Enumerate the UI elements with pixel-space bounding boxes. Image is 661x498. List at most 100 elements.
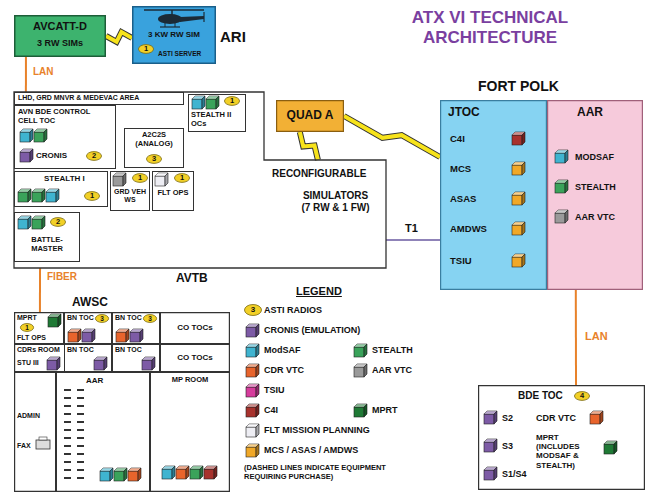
cube-face — [590, 414, 600, 424]
equipment-cube — [100, 468, 113, 481]
cube-side — [202, 96, 205, 109]
cube-side — [44, 129, 47, 142]
cube-face — [512, 165, 522, 175]
cube-shade — [600, 411, 603, 424]
cube-shade — [565, 210, 568, 223]
count-badge: 1 — [224, 96, 240, 106]
cube-face — [34, 132, 44, 142]
cube-shade — [42, 216, 45, 229]
equipment-cube — [48, 314, 61, 327]
site-box: QUAD A — [276, 100, 344, 132]
equipment-cube — [555, 180, 568, 193]
cube-shade — [152, 357, 155, 370]
equipment-cube — [246, 364, 259, 377]
cube-shade — [126, 329, 129, 342]
cube-side — [42, 189, 45, 202]
cube-side — [565, 150, 568, 163]
equipment-cube — [206, 96, 219, 109]
link-line — [25, 57, 27, 92]
legend-swatch — [244, 404, 262, 418]
equipment-cube — [114, 468, 127, 481]
equipment-cube — [32, 216, 45, 229]
legend-swatch — [244, 344, 262, 358]
equipment-cube — [190, 466, 203, 479]
cube-side — [256, 444, 259, 457]
cube-face — [18, 192, 28, 202]
badge-oval — [95, 315, 108, 323]
cube-face — [246, 407, 256, 417]
legend-text: ASTI RADIOS — [264, 305, 414, 315]
equipment-cube — [176, 466, 189, 479]
equipment-cube — [484, 439, 497, 452]
cube-side — [522, 254, 525, 267]
equipment-cube — [130, 329, 143, 342]
cube-shade — [522, 222, 525, 235]
cube-shade — [110, 468, 113, 481]
cube-shade — [56, 189, 59, 202]
link-label: LAN — [32, 66, 55, 78]
cube-shade — [494, 411, 497, 424]
wireless-link — [344, 116, 440, 157]
cube-side — [522, 222, 525, 235]
callout-number: 3 — [143, 314, 157, 323]
cube-side — [522, 192, 525, 205]
cube-side — [172, 466, 175, 479]
count-badge: 3 — [95, 314, 109, 323]
count-badge: 1 — [174, 173, 190, 183]
diagram-title: ATX VI TECHNICAL ARCHITECTURE — [370, 8, 610, 49]
cube-shade — [494, 439, 497, 452]
callout-number: 1 — [84, 191, 100, 201]
cube-side — [256, 404, 259, 417]
callout-number: 1 — [224, 96, 240, 106]
box-text: STU III — [17, 359, 43, 367]
legend-swatch — [244, 324, 262, 338]
equipment-cube — [512, 192, 525, 205]
box-text: 3 RW SIMs — [18, 38, 102, 48]
cube-shade — [256, 384, 259, 397]
equipment-cube — [512, 222, 525, 235]
cube-face — [114, 471, 124, 481]
equipment-cube — [18, 216, 31, 229]
cube-face — [604, 444, 614, 454]
cube-shade — [565, 180, 568, 193]
fiber-link — [39, 268, 40, 312]
box-text: STEALTH II OCs — [191, 111, 243, 128]
legend-text: CRONIS (EMULATION) — [264, 325, 414, 335]
wireless-link — [106, 32, 132, 42]
cube-side — [364, 344, 367, 357]
box-text: CO TOCs — [164, 353, 226, 362]
cube-side — [494, 439, 497, 452]
cube-face — [82, 332, 92, 342]
box-text: AAR — [577, 106, 627, 120]
cube-side — [138, 468, 141, 481]
legend-text: TSIU — [264, 385, 414, 395]
cube-face — [354, 407, 364, 417]
cube-face — [20, 152, 30, 162]
station-box: STEALTH I1 — [14, 171, 108, 207]
cube-shade — [165, 173, 168, 186]
toc-box: AVN BDE CONTROL CELL TOCCRONIS2 — [14, 105, 116, 169]
cube-face — [206, 99, 216, 109]
cube-shade — [522, 132, 525, 145]
badge-oval — [245, 305, 262, 316]
box-text: GRD VEH WS — [112, 188, 148, 204]
cube-face — [47, 360, 57, 370]
callout-number: 1 — [20, 323, 34, 332]
cube-shade — [28, 216, 31, 229]
cube-side — [256, 324, 259, 337]
box-text: RECONFIGURABLE — [272, 168, 376, 180]
tail-rotor — [203, 12, 204, 22]
cube-shade — [30, 129, 33, 142]
cube-shade — [42, 189, 45, 202]
cube-side — [56, 189, 59, 202]
fax-paper — [39, 437, 47, 440]
link-line — [386, 239, 440, 241]
callout-number: 3 — [95, 314, 109, 323]
room-cell: CO TOCs — [160, 312, 230, 344]
badge-oval — [224, 97, 239, 106]
t1-link — [386, 240, 440, 241]
equipment-cube — [82, 329, 95, 342]
box-text: CRONIS — [36, 151, 80, 160]
badge-oval — [174, 174, 189, 183]
box-text: BN TOC — [67, 314, 95, 322]
